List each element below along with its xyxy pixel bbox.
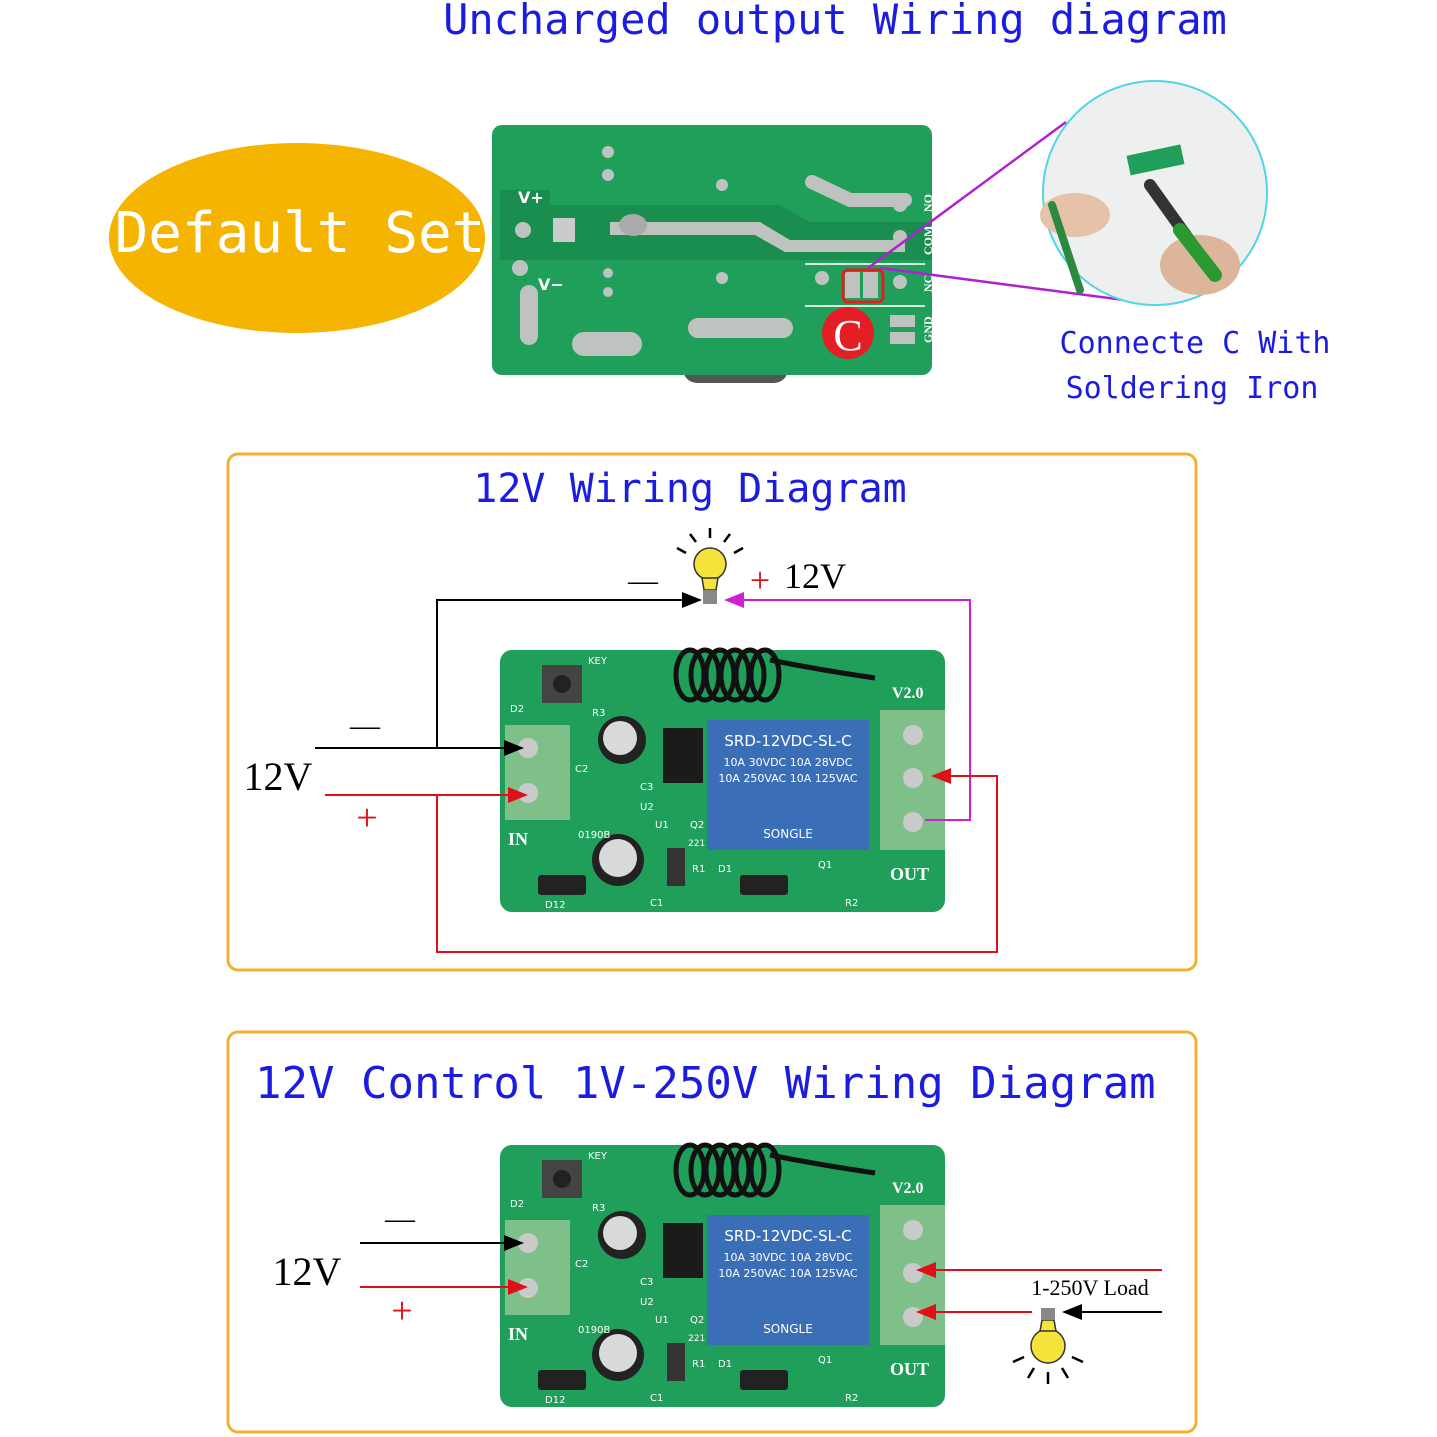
relay [707, 720, 869, 850]
c-marker [822, 307, 874, 359]
out-label: OUT [890, 1359, 929, 1379]
part-label: 0190B [578, 1325, 610, 1336]
in-label: IN [508, 1324, 528, 1344]
part-label: C1 [650, 1393, 663, 1404]
wire-positive-to-com [436, 768, 998, 953]
callout-line [867, 120, 1067, 270]
part-label: U2 [640, 802, 654, 813]
relay [707, 1215, 869, 1345]
solder-note-line2: Soldering Iron [1066, 371, 1319, 406]
part-label: C1 [650, 898, 663, 909]
part-label: Q2 [690, 820, 704, 831]
antenna-coil [673, 1142, 876, 1198]
supply-minus-label: — [349, 709, 381, 742]
relay-rating-text: 10A 250VAC 10A 125VAC [718, 772, 858, 785]
wire-output-to-bulb [724, 592, 971, 821]
version-label: V2.0 [892, 1180, 924, 1197]
part-label: R2 [845, 1393, 858, 1404]
part-label: R3 [592, 1203, 605, 1214]
part-label: D2 [510, 704, 524, 715]
com-label: COM [921, 226, 935, 255]
relay-rating-text: 10A 30VDC 10A 28VDC [724, 1251, 853, 1264]
relay-brand: SONGLE [763, 1322, 813, 1336]
soldering-photo-inset [1040, 80, 1268, 306]
part-label: U1 [655, 1315, 669, 1326]
out-label: OUT [890, 864, 929, 884]
wire-negative-to-bulb [436, 592, 702, 748]
vminus-label: V− [538, 275, 564, 294]
relay-module-board: SRD-12VDC-SL-C 10A 30VDC 10A 28VDC 10A 250… [500, 1142, 945, 1407]
part-label: D12 [545, 1395, 565, 1406]
part-label: U1 [655, 820, 669, 831]
relay-module-board: SRD-12VDC-SL-C 10A 30VDC 10A 28VDC 10A 250… [500, 647, 945, 912]
solder-note-line1: Connecte C With [1060, 326, 1331, 361]
part-label: U2 [640, 1297, 654, 1308]
part-label: C2 [575, 1259, 588, 1270]
panel-12v-wiring [226, 452, 1198, 972]
no-label: NO [921, 194, 935, 212]
default-set-badge: Default Set [109, 143, 485, 333]
relay-brand: SONGLE [763, 827, 813, 841]
key-label: KEY [588, 1151, 608, 1162]
part-label: C3 [640, 1277, 653, 1288]
page-title: Uncharged output Wiring diagram [443, 0, 1227, 44]
part-label: D2 [510, 1199, 524, 1210]
supply-plus-label: + [356, 797, 377, 839]
bulb-plus-label: + [750, 560, 770, 600]
gnd-label: GND [921, 316, 935, 343]
part-label: R2 [845, 898, 858, 909]
part-label: 0190B [578, 830, 610, 841]
part-label: C3 [640, 782, 653, 793]
part-label: 221 [688, 839, 705, 849]
part-label: R3 [592, 708, 605, 719]
part-label: R1 [692, 864, 705, 875]
nc-label: NC [921, 275, 935, 292]
relay-rating-text: 10A 30VDC 10A 28VDC [724, 756, 853, 769]
load-bulb-icon [1012, 1308, 1084, 1384]
supply-minus-label: — [384, 1202, 416, 1235]
part-label: D1 [718, 864, 732, 875]
supply-plus-label: + [391, 1290, 412, 1332]
antenna-coil [673, 647, 876, 703]
relay-rating-text: 10A 250VAC 10A 125VAC [718, 1267, 858, 1280]
bulb-minus-label: — [627, 564, 659, 597]
default-set-label: Default Set [115, 201, 486, 266]
top-pcb-back: V+ V− NO COM NC GND C [492, 125, 935, 383]
part-label: D1 [718, 1359, 732, 1370]
panel1-title: 12V Wiring Diagram [473, 466, 906, 512]
relay-model-text: SRD-12VDC-SL-C [724, 732, 851, 750]
panel2-title: 12V Control 1V-250V Wiring Diagram [255, 1058, 1156, 1109]
callout-line [879, 266, 1148, 305]
part-label: R1 [692, 1359, 705, 1370]
key-label: KEY [588, 656, 608, 667]
load-label: 1-250V Load [1031, 1275, 1149, 1300]
part-label: 221 [688, 1334, 705, 1344]
in-label: IN [508, 829, 528, 849]
panel-12v-control-250v [226, 1030, 1198, 1434]
part-label: Q1 [818, 860, 832, 871]
part-label: Q1 [818, 1355, 832, 1366]
vplus-label: V+ [518, 188, 544, 207]
part-label: D12 [545, 900, 565, 911]
version-label: V2.0 [892, 685, 924, 702]
input-terminal-block [505, 1220, 570, 1315]
relay-model-text: SRD-12VDC-SL-C [724, 1227, 851, 1245]
solder-pad-highlight [841, 268, 885, 304]
input-terminal-block [505, 725, 570, 820]
supply-voltage-label: 12V [273, 1249, 342, 1294]
part-label: Q2 [690, 1315, 704, 1326]
bulb-voltage-label: 12V [784, 556, 846, 596]
supply-voltage-label: 12V [244, 754, 313, 799]
part-label: C2 [575, 764, 588, 775]
bulb-icon [676, 528, 744, 604]
c-marker-label: C [833, 311, 862, 360]
